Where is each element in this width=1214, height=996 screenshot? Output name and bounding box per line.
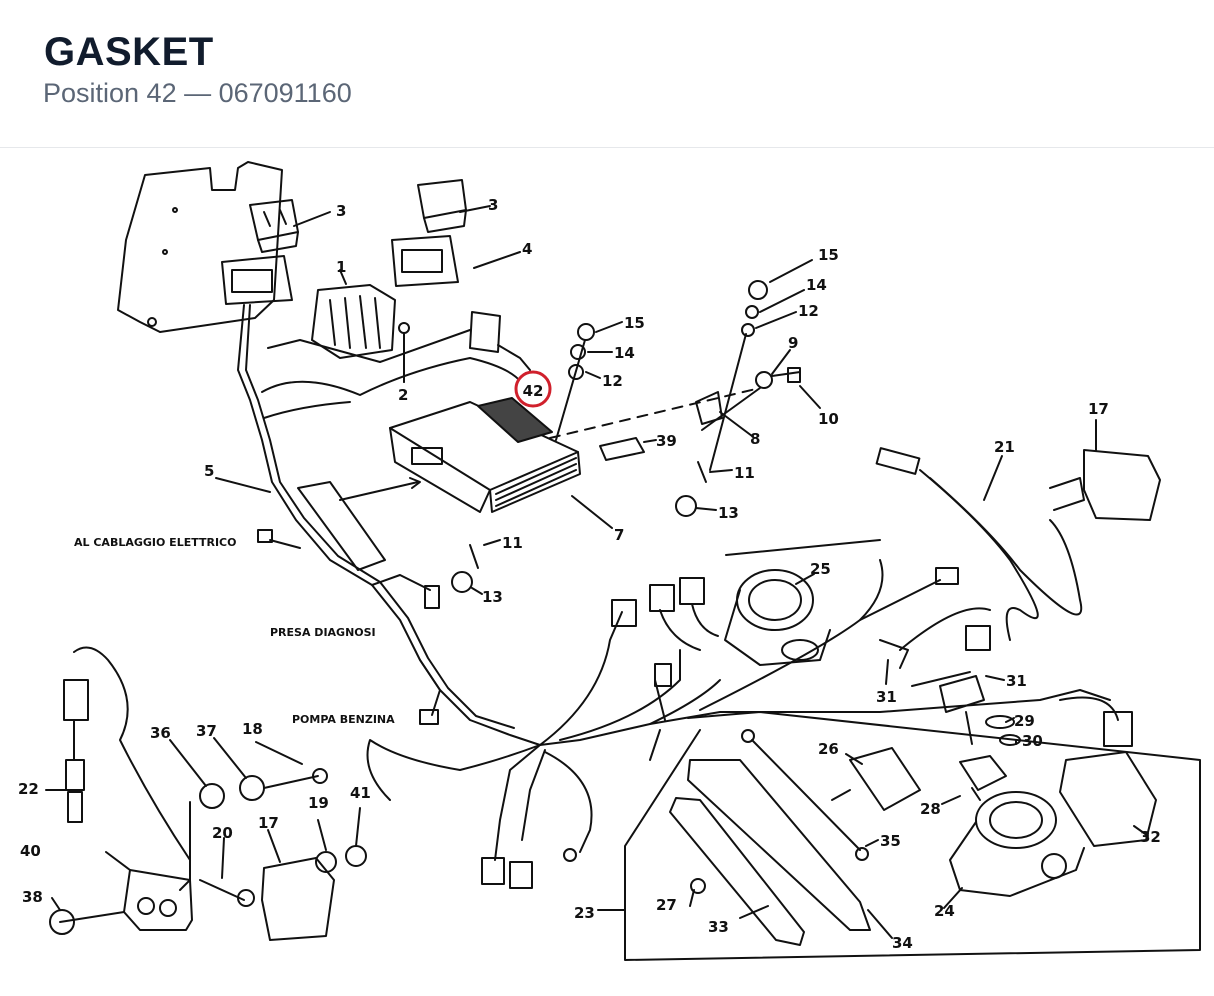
- callout-15: 15: [818, 246, 839, 264]
- callout-37: 37: [196, 722, 217, 740]
- diagram-svg: AL CABLAGGIO ELETTRICO PRESA DIAGNOSI PO…: [18, 161, 1201, 961]
- callout-39: 39: [656, 432, 677, 450]
- callout-7: 7: [614, 526, 624, 544]
- callout-14: 14: [806, 276, 827, 294]
- page-title: GASKET: [44, 30, 214, 74]
- callout-18: 18: [242, 720, 263, 738]
- callout-25: 25: [810, 560, 831, 578]
- callout-22: 22: [18, 780, 39, 798]
- callout-1: 1: [336, 258, 346, 276]
- callout-33: 33: [708, 918, 729, 936]
- callout-5: 5: [204, 462, 214, 480]
- exploded-parts-diagram: AL CABLAGGIO ELETTRICO PRESA DIAGNOSI PO…: [0, 148, 1214, 996]
- callout-41: 41: [350, 784, 371, 802]
- relay-right: [391, 179, 467, 287]
- caption-pompa-benzina: POMPA BENZINA: [292, 713, 395, 726]
- callout-26: 26: [818, 740, 839, 758]
- caption-presa-diagnosi: PRESA DIAGNOSI: [270, 626, 376, 639]
- callout-12: 12: [798, 302, 819, 320]
- mounting-bracket: [117, 161, 283, 333]
- wiring-harness: [237, 304, 1111, 746]
- callout-labels: 3 3 4 1 2 5 7 8 9 10 11 11 12 12 13 13 1…: [18, 196, 1161, 952]
- callout-38: 38: [22, 888, 43, 906]
- callout-35: 35: [880, 832, 901, 850]
- callout-27: 27: [656, 896, 677, 914]
- callout-34: 34: [892, 934, 913, 952]
- callout-15: 15: [624, 314, 645, 332]
- callout-28: 28: [920, 800, 941, 818]
- callout-13: 13: [718, 504, 739, 522]
- callout-31: 31: [1006, 672, 1027, 690]
- callout-20: 20: [212, 824, 233, 842]
- ecu-unit: [389, 401, 581, 513]
- callout-32: 32: [1140, 828, 1161, 846]
- relay-left: [221, 199, 299, 305]
- callout-14: 14: [614, 344, 635, 362]
- callout-30: 30: [1022, 732, 1043, 750]
- gasket-part: [477, 397, 553, 443]
- callout-36: 36: [150, 724, 171, 742]
- callout-23: 23: [574, 904, 595, 922]
- callout-19: 19: [308, 794, 329, 812]
- callout-11: 11: [734, 464, 755, 482]
- page-subtitle: Position 42 — 067091160: [43, 78, 352, 108]
- highlighted-callout-42[interactable]: 42: [514, 370, 552, 408]
- callout-4: 4: [522, 240, 532, 258]
- callout-29: 29: [1014, 712, 1035, 730]
- callout-3: 3: [488, 196, 498, 214]
- callout-9: 9: [788, 334, 798, 352]
- callout-11: 11: [502, 534, 523, 552]
- callout-17: 17: [1088, 400, 1109, 418]
- callout-3: 3: [336, 202, 346, 220]
- callout-12: 12: [602, 372, 623, 390]
- callout-21: 21: [994, 438, 1015, 456]
- page-header: GASKET Position 42 — 067091160: [0, 0, 1214, 148]
- callout-42-label: 42: [523, 382, 544, 400]
- callout-17: 17: [258, 814, 279, 832]
- lambda-sensor: [63, 646, 191, 861]
- callout-10: 10: [818, 410, 839, 428]
- callout-2: 2: [398, 386, 408, 404]
- callout-8: 8: [750, 430, 760, 448]
- callout-13: 13: [482, 588, 503, 606]
- callout-24: 24: [934, 902, 955, 920]
- ecu-connector: [311, 284, 396, 359]
- caption-al-cablaggio: AL CABLAGGIO ELETTRICO: [74, 536, 236, 549]
- callout-31: 31: [876, 688, 897, 706]
- callout-40: 40: [20, 842, 41, 860]
